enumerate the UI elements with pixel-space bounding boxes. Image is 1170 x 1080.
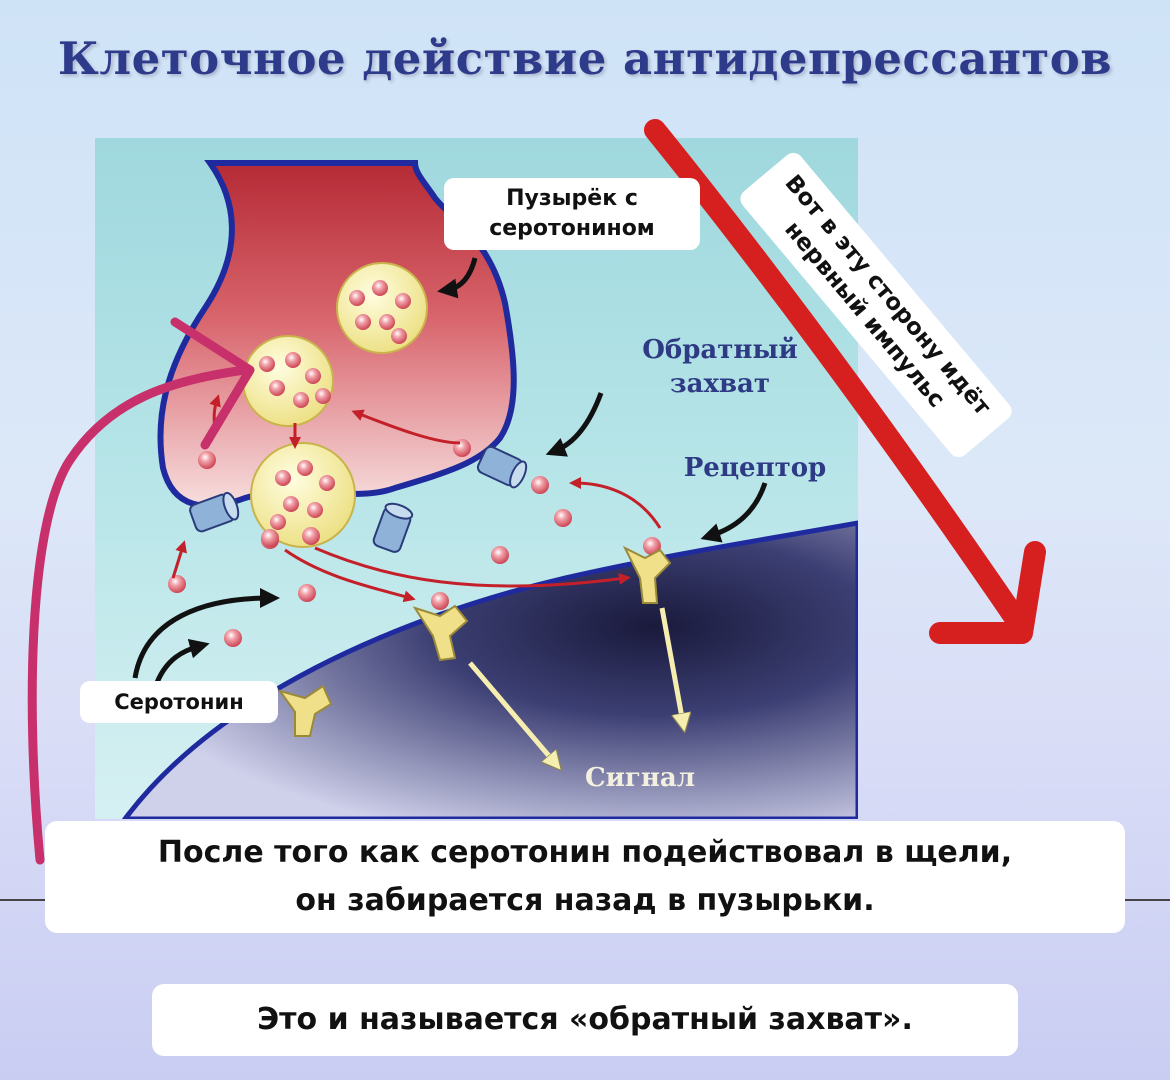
main-caption: После того как серотонин подействовал в … [45,821,1125,933]
receptors [277,545,672,737]
vesicle-label-line2: серотонином [489,216,655,241]
page-title: Клеточное действие антидепрессантов [57,32,1113,85]
signal-label: Сигнал [585,763,695,793]
synapse-diagram: Обратный захват Рецептор Сигнал [95,138,858,819]
serotonin-molecules [168,280,661,647]
reuptake-transporters [189,445,528,553]
serotonin-label: Серотонин [80,681,278,723]
impulse-direction-arrow [644,119,1046,644]
divider-line-right [1115,899,1170,901]
red-pathway-arrows [171,394,662,603]
main-caption-line2: он забирается назад в пузырьки. [295,883,875,918]
vesicle-label: Пузырёк с серотонином [444,178,700,250]
reuptake-label-line1: Обратный [642,335,798,365]
reuptake-label-line2: захват [670,369,770,399]
reuptake-return-arrow [27,317,255,865]
signal-arrows [468,607,683,763]
vesicle-label-line1: Пузырёк с [506,186,638,211]
divider-line-left [0,899,52,901]
bottom-caption: Это и называется «обратный захват». [152,984,1018,1056]
black-label-arrows [132,257,768,689]
receptor-label: Рецептор [684,453,827,483]
main-caption-line1: После того как серотонин подействовал в … [157,835,1013,870]
